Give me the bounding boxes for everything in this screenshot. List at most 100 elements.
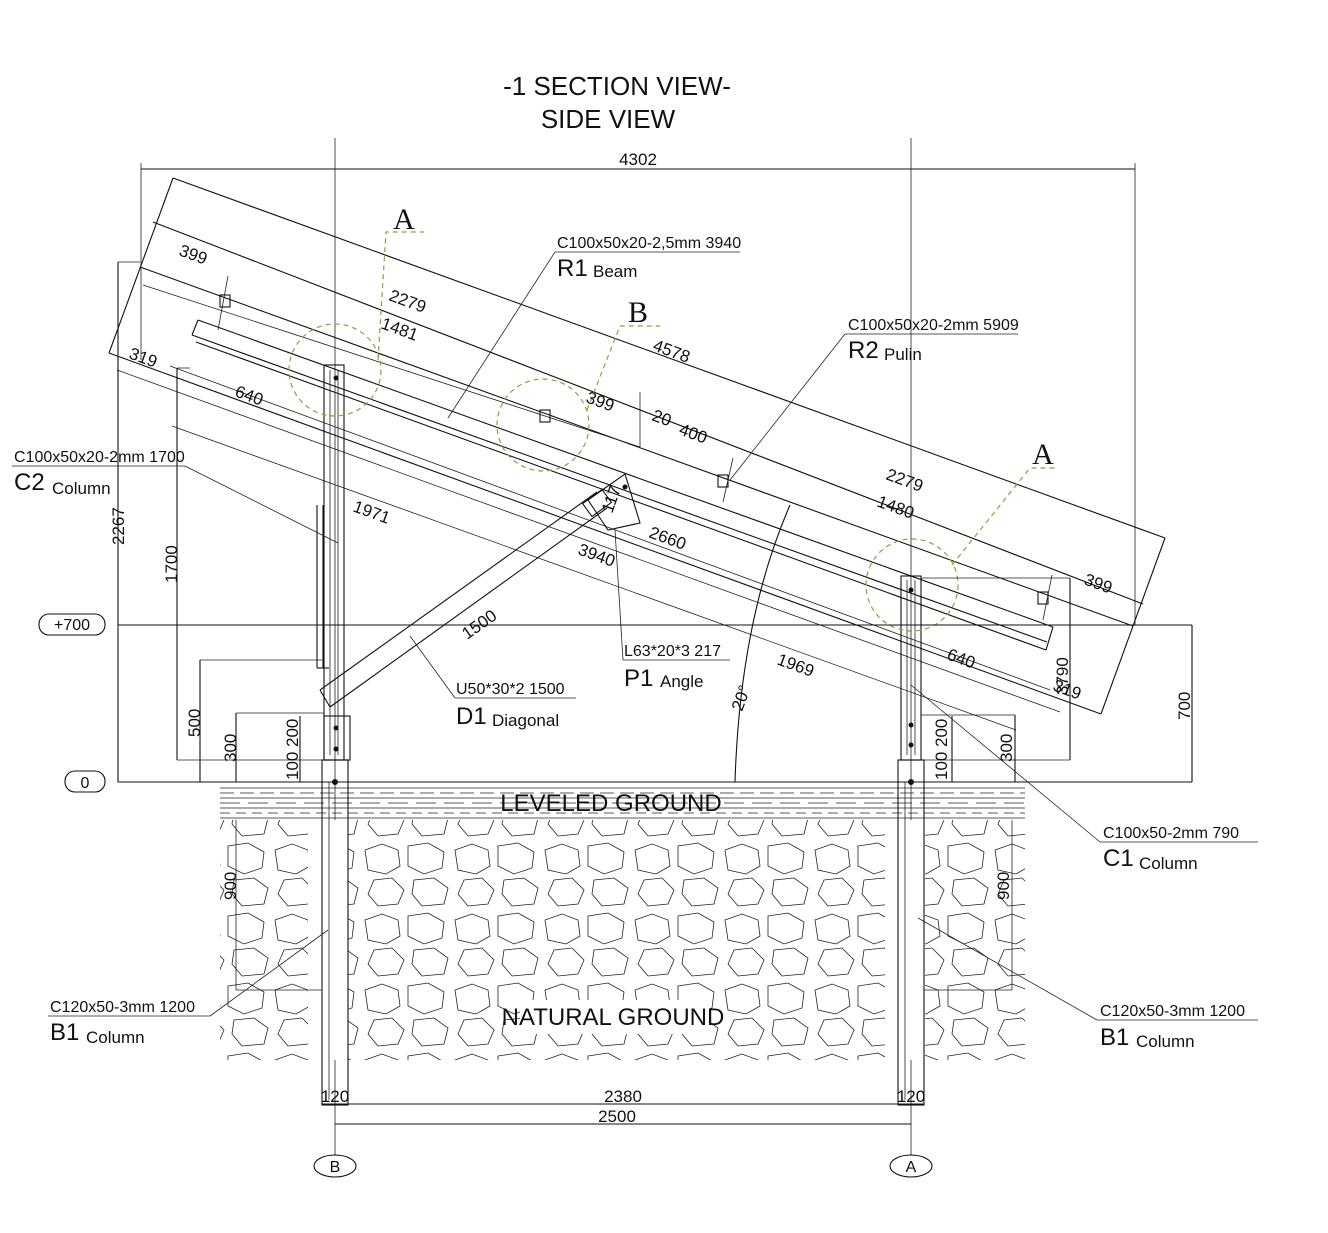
- c1-code: C1: [1103, 845, 1134, 872]
- column-c2: [316, 364, 351, 761]
- dim-399-right: 399: [1082, 570, 1115, 598]
- detail-marker-a-right: A: [1032, 438, 1054, 471]
- p1-name: Angle: [660, 672, 703, 691]
- c2-code: C2: [14, 469, 45, 496]
- dim-700: 700: [1175, 692, 1194, 720]
- r1-code: R1: [557, 255, 588, 282]
- dim-200-left: 200: [283, 719, 302, 747]
- dim-319-right: 319: [1051, 676, 1084, 704]
- c2-spec: C100x50x20-2mm 1700: [14, 449, 185, 466]
- d1-name: Diagonal: [492, 711, 559, 730]
- dim-1480: 1480: [875, 492, 917, 523]
- dim-300-right: 300: [997, 734, 1016, 762]
- r2-name: Pulin: [884, 345, 922, 364]
- r1-spec: C100x50x20-2,5mm 3940: [557, 235, 741, 252]
- dim-1481: 1481: [379, 314, 421, 345]
- detail-circle-a-right: [865, 538, 959, 632]
- d1-spec: U50*30*2 1500: [456, 681, 565, 698]
- left-vertical-dims: [117, 261, 324, 782]
- leader-d1: [409, 635, 456, 699]
- dim-20: 20: [650, 406, 674, 430]
- inclined-dimension-lines: [108, 177, 1166, 731]
- detail-circle-b: [496, 378, 590, 472]
- c2-name: Column: [52, 479, 111, 498]
- dim-100-left: 100: [283, 752, 302, 780]
- p1-code: P1: [624, 665, 653, 692]
- leveled-ground-label: LEVELED GROUND: [500, 790, 721, 817]
- leader-r1: [447, 251, 556, 419]
- dim-100-right: 100: [932, 752, 951, 780]
- level-plus700: +700: [54, 617, 90, 634]
- angle-p1: [587, 473, 730, 661]
- dim-3790: 3790: [1053, 657, 1072, 695]
- detail-marker-a-top: A: [393, 203, 415, 236]
- b1-left-spec: C120x50-3mm 1200: [50, 999, 195, 1016]
- dim-200-right: 200: [932, 719, 951, 747]
- dim-640-right: 640: [945, 645, 978, 673]
- grid-axis-b-bubble: [313, 1154, 357, 1178]
- d1-code: D1: [456, 703, 487, 730]
- p1-spec: L63*20*3 217: [624, 643, 721, 660]
- dim-overall-width: 4302: [619, 150, 657, 169]
- dim-1700: 1700: [162, 545, 181, 583]
- r2-code: R2: [848, 337, 879, 364]
- dim-1971: 1971: [351, 497, 393, 528]
- dim-4578: 4578: [651, 336, 693, 367]
- b1-right-name: Column: [1136, 1032, 1195, 1051]
- dim-1969: 1969: [775, 650, 817, 681]
- title-line1: -1 SECTION VIEW-: [503, 71, 731, 101]
- grid-axis-b-label: B: [330, 1159, 341, 1176]
- dim-500: 500: [185, 709, 204, 737]
- r2-spec: C100x50x20-2mm 5909: [848, 317, 1019, 334]
- dim-120-left: 120: [321, 1087, 349, 1106]
- dim-300-left: 300: [221, 734, 240, 762]
- natural-label-clear: [520, 1000, 710, 1034]
- leveled-ground-hatch: [220, 787, 1025, 819]
- pv-panel: [191, 319, 1054, 651]
- detail-marker-b: B: [628, 296, 648, 329]
- dim-399-mid: 399: [584, 388, 617, 416]
- dim-400: 400: [677, 420, 710, 448]
- detail-circle-a-left: [288, 323, 382, 417]
- dim-1500: 1500: [458, 606, 500, 643]
- purlin-clamps: [217, 275, 1053, 621]
- dim-120-right: 120: [897, 1087, 925, 1106]
- dim-2500: 2500: [598, 1107, 636, 1126]
- grid-axis-a-bubble: [889, 1154, 933, 1178]
- c1-spec: C100x50-2mm 790: [1103, 825, 1239, 842]
- grid-axis-a-label: A: [906, 1159, 917, 1176]
- natural-ground-label: NATURAL GROUND: [502, 1004, 725, 1031]
- leader-c2: [184, 465, 339, 544]
- r1-name: Beam: [593, 262, 637, 281]
- c1-name: Column: [1139, 854, 1198, 873]
- base-columns-b1: [235, 759, 1013, 1106]
- leader-r2: [729, 333, 846, 481]
- dim-900-right: 900: [994, 872, 1013, 900]
- diagonal-d1: [319, 488, 613, 708]
- leader-c1: [910, 684, 1101, 843]
- dim-2380: 2380: [604, 1087, 642, 1106]
- b1-left-code: B1: [50, 1019, 79, 1046]
- dim-640-left: 640: [233, 382, 266, 410]
- detail-leader-b: [586, 325, 660, 411]
- level-zero: 0: [81, 775, 90, 792]
- title-line2: SIDE VIEW: [541, 104, 676, 134]
- dim-2279-right: 2279: [884, 465, 926, 496]
- dim-900-left: 900: [221, 872, 240, 900]
- b1-right-spec: C120x50-3mm 1200: [1100, 1003, 1245, 1020]
- bottom-dimensions: [322, 1103, 924, 1125]
- dim-2267: 2267: [109, 507, 128, 545]
- dim-117: 117: [598, 483, 625, 515]
- right-vertical-dims: [921, 577, 1193, 782]
- level-bubble-zero: [64, 770, 106, 793]
- dim-3940: 3940: [576, 540, 618, 571]
- leader-b1-left: [209, 929, 329, 1017]
- detail-leader-a-left: [377, 231, 424, 361]
- b1-left-name: Column: [86, 1028, 145, 1047]
- dim-2279-upper: 2279: [387, 286, 429, 317]
- level-bubble-plus700: [38, 613, 106, 636]
- dim-319-left: 319: [127, 344, 160, 372]
- dim-399-top: 399: [177, 241, 210, 269]
